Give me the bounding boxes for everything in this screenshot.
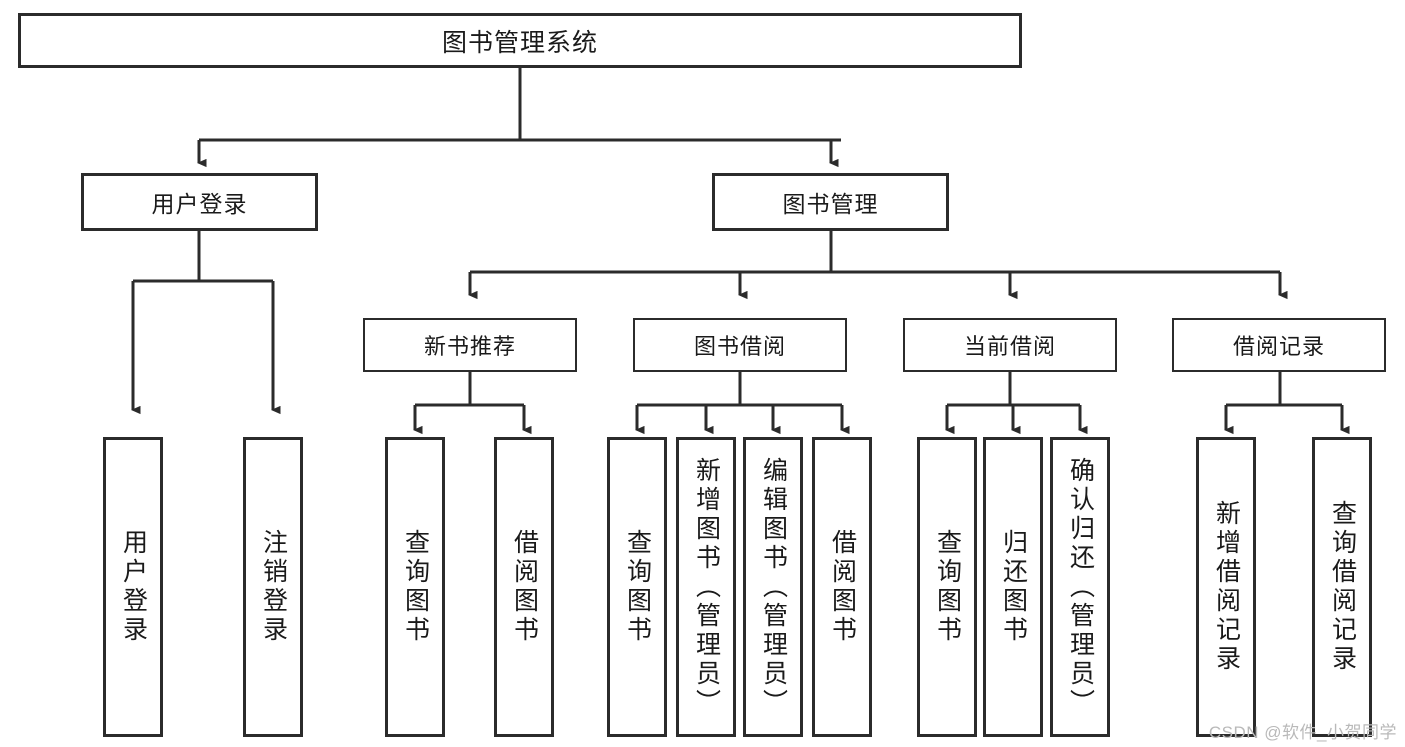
node-book-manage-label: 图书管理	[782, 191, 879, 217]
node-root-label: 图书管理系统	[441, 28, 598, 57]
leaf-user-login-logout-label: 注销登录	[259, 529, 288, 645]
leaf-current-borrow-confirm[interactable]: 确认归还（管理员）	[1050, 437, 1110, 737]
leaf-current-borrow-query[interactable]: 查询图书	[917, 437, 977, 737]
watermark: CSDN @软件_小贺同学	[1208, 723, 1397, 742]
leaf-book-borrow-add[interactable]: 新增图书（管理员）	[676, 437, 736, 737]
leaf-book-borrow-add-label: 新增图书（管理员）	[692, 456, 721, 718]
node-new-book-recommend-label: 新书推荐	[423, 334, 516, 359]
leaf-book-borrow-query[interactable]: 查询图书	[607, 437, 667, 737]
leaf-book-borrow-query-label: 查询图书	[623, 529, 652, 645]
node-current-borrow[interactable]: 当前借阅	[903, 318, 1117, 372]
node-user-login[interactable]: 用户登录	[81, 173, 318, 231]
node-borrow-record-label: 借阅记录	[1232, 334, 1325, 359]
leaf-borrow-record-add[interactable]: 新增借阅记录	[1196, 437, 1256, 737]
leaf-book-borrow-edit-label: 编辑图书（管理员）	[759, 456, 788, 718]
leaf-new-book-query-label: 查询图书	[401, 529, 430, 645]
node-new-book-recommend[interactable]: 新书推荐	[363, 318, 577, 372]
node-book-manage[interactable]: 图书管理	[712, 173, 949, 231]
leaf-user-login-logout[interactable]: 注销登录	[243, 437, 303, 737]
node-current-borrow-label: 当前借阅	[963, 334, 1056, 359]
leaf-user-login-login-label: 用户登录	[119, 529, 148, 645]
leaf-borrow-record-query[interactable]: 查询借阅记录	[1312, 437, 1372, 737]
leaf-book-borrow-edit[interactable]: 编辑图书（管理员）	[743, 437, 803, 737]
leaf-new-book-borrow-label: 借阅图书	[510, 529, 539, 645]
node-user-login-label: 用户登录	[151, 191, 248, 217]
leaf-current-borrow-query-label: 查询图书	[933, 529, 962, 645]
leaf-borrow-record-query-label: 查询借阅记录	[1328, 500, 1357, 674]
node-book-borrow[interactable]: 图书借阅	[633, 318, 847, 372]
leaf-current-borrow-return[interactable]: 归还图书	[983, 437, 1043, 737]
leaf-borrow-record-add-label: 新增借阅记录	[1212, 500, 1241, 674]
leaf-new-book-borrow[interactable]: 借阅图书	[494, 437, 554, 737]
leaf-user-login-login[interactable]: 用户登录	[103, 437, 163, 737]
node-book-borrow-label: 图书借阅	[693, 334, 786, 359]
leaf-current-borrow-return-label: 归还图书	[999, 529, 1028, 645]
node-root[interactable]: 图书管理系统	[18, 13, 1022, 68]
leaf-book-borrow-borrow-label: 借阅图书	[828, 529, 857, 645]
leaf-new-book-query[interactable]: 查询图书	[385, 437, 445, 737]
leaf-book-borrow-borrow[interactable]: 借阅图书	[812, 437, 872, 737]
leaf-current-borrow-confirm-label: 确认归还（管理员）	[1066, 456, 1095, 718]
node-borrow-record[interactable]: 借阅记录	[1172, 318, 1386, 372]
